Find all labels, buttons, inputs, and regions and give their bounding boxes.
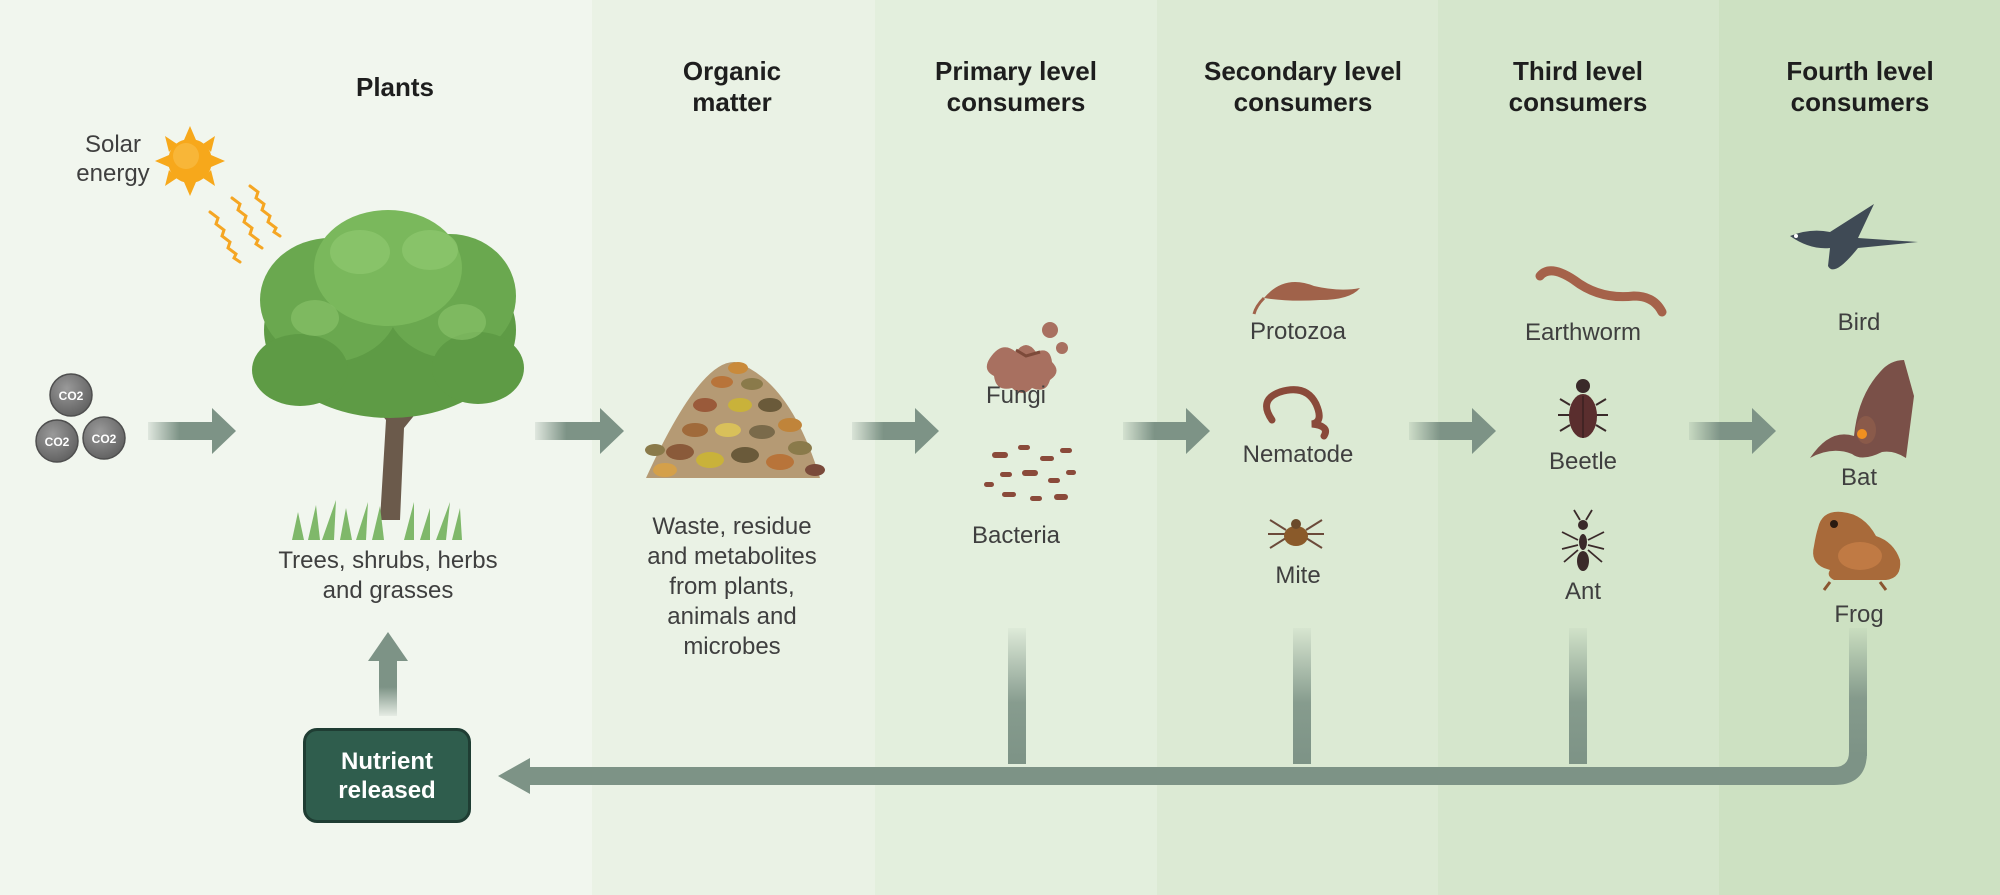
nutrient-return-path [368,628,1867,794]
header-organic-matter: Organic matter [682,56,782,117]
organism-label-beetle: Beetle [1548,448,1618,475]
co2-icon: CO2 CO2 CO2 [35,373,126,463]
nematode-icon [1263,386,1329,440]
beetle-icon [1558,379,1608,438]
flow-arrow-organic-to-primary [852,408,939,454]
tree-icon [252,210,524,520]
organism-label-ant: Ant [1564,578,1602,605]
co2-label: CO2 [92,432,117,446]
sun-icon [155,126,225,196]
organism-label-protozoa: Protozoa [1249,318,1347,345]
sunray-icon [208,184,282,264]
nutrient-released-box: Nutrient released [303,728,471,823]
organism-label-fungi: Fungi [985,382,1047,409]
organism-label-earthworm: Earthworm [1524,319,1642,346]
flow-arrow-secondary-to-third [1409,408,1496,454]
header-plants: Plants [355,72,435,102]
flow-arrow-co2-to-plants [148,408,236,454]
organism-label-bat: Bat [1840,464,1878,491]
organism-label-bacteria: Bacteria [971,522,1061,549]
flow-arrow-plants-to-organic [535,408,624,454]
header-fourth-consumers: Fourth level consumers [1786,56,1934,117]
fungi-icon [986,322,1068,393]
header-secondary-consumers: Secondary level consumers [1204,56,1402,117]
organism-label-nematode: Nematode [1242,441,1354,468]
leaf-litter-icon [645,361,825,478]
bacteria-icon [984,445,1076,501]
grass-icon [292,500,462,540]
mite-icon [1268,519,1324,549]
header-primary-consumers: Primary level consumers [935,56,1097,117]
protozoa-icon [1252,282,1360,315]
co2-label: CO2 [45,435,70,449]
bat-icon [1810,360,1914,458]
organism-label-mite: Mite [1275,562,1321,589]
header-third-consumers: Third level consumers [1508,56,1648,117]
co2-label: CO2 [59,389,84,403]
ant-icon [1561,509,1605,571]
organic-matter-description: Waste, residue and metabolites from plan… [647,513,817,660]
plants-description: Trees, shrubs, herbs and grasses [278,547,498,604]
organism-label-bird: Bird [1837,309,1881,336]
solar-energy-label: Solar energy [76,131,150,187]
flow-arrow-primary-to-secondary [1123,408,1210,454]
bird-icon [1790,204,1918,270]
frog-icon [1813,511,1901,591]
flow-arrow-third-to-fourth [1689,408,1776,454]
organism-label-frog: Frog [1834,601,1884,628]
earthworm-icon [1535,266,1667,317]
